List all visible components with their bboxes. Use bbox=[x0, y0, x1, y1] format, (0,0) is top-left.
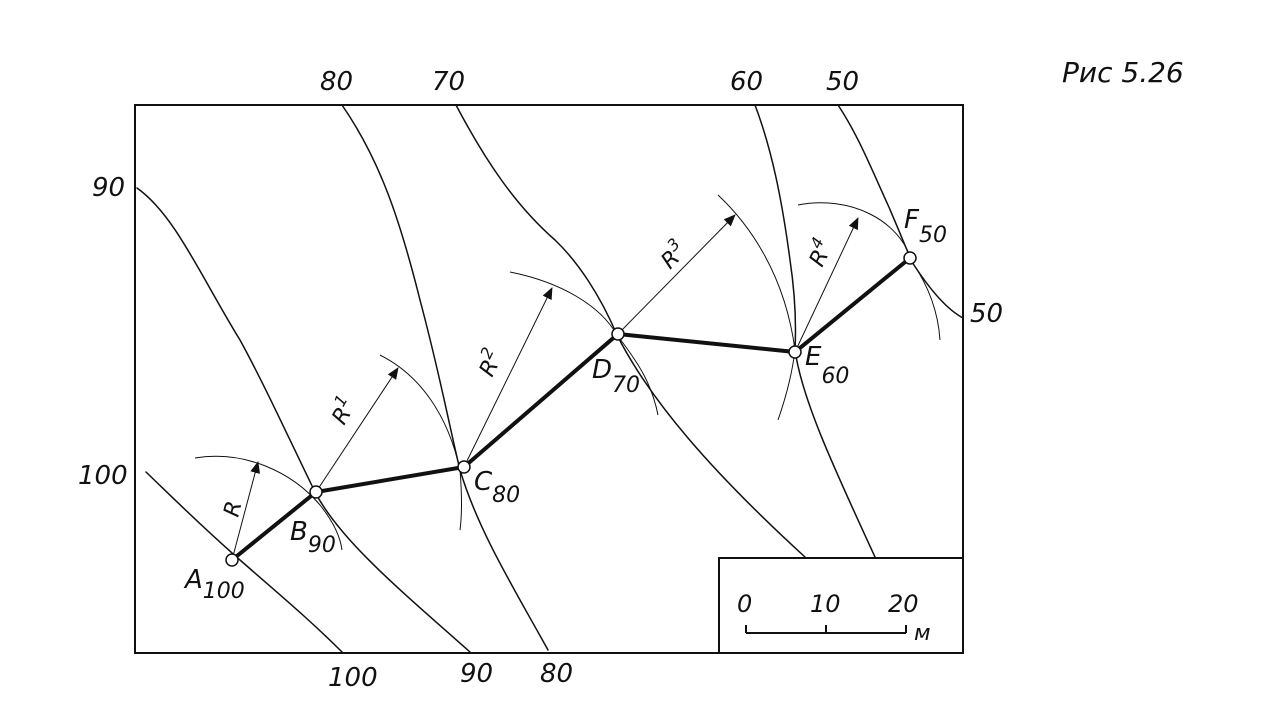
label-f: F50 bbox=[904, 205, 947, 248]
label-d: D70 bbox=[592, 355, 640, 398]
contour-80 bbox=[341, 104, 549, 651]
contour-70 bbox=[455, 104, 806, 558]
radius-arrow-r1 bbox=[315, 367, 399, 493]
route-points bbox=[225, 251, 917, 567]
point-c bbox=[457, 460, 471, 474]
point-d bbox=[611, 327, 625, 341]
contour-label-left-100: 100 bbox=[78, 461, 128, 491]
scale-tick-0: 0 bbox=[737, 590, 752, 618]
route-line bbox=[230, 256, 912, 562]
radius-arrow-r3 bbox=[617, 214, 736, 335]
label-r4: R4 bbox=[800, 234, 839, 270]
label-b: B90 bbox=[290, 517, 336, 558]
scale-bar: 0 10 20 м bbox=[718, 557, 964, 654]
contour-100 bbox=[145, 471, 343, 653]
arc-at-b bbox=[194, 455, 343, 551]
radius-arrows bbox=[231, 214, 859, 561]
scale-tick-10: 10 bbox=[810, 590, 841, 618]
contour-50 bbox=[837, 104, 964, 319]
contour-60 bbox=[754, 104, 876, 558]
contour-lines bbox=[136, 104, 964, 653]
radius-arrow-r4 bbox=[794, 217, 859, 353]
contour-label-bottom-90: 90 bbox=[460, 659, 493, 689]
scale-unit: м bbox=[914, 621, 931, 646]
label-r3: R3 bbox=[652, 234, 692, 274]
label-r1: R1 bbox=[322, 391, 362, 429]
point-labels: A100 B90 C80 D70 E60 F50 bbox=[183, 205, 947, 604]
contour-90 bbox=[136, 187, 471, 653]
contour-label-top-80: 80 bbox=[320, 67, 353, 97]
contour-label-bottom-80: 80 bbox=[540, 659, 573, 689]
radius-arrow-r2 bbox=[463, 287, 553, 468]
label-e: E60 bbox=[805, 342, 849, 389]
point-e bbox=[788, 345, 802, 359]
label-a: A100 bbox=[183, 565, 245, 604]
scale-bar-box bbox=[718, 557, 964, 654]
label-r2: R2 bbox=[470, 344, 509, 380]
map-frame bbox=[134, 104, 964, 654]
contour-label-right-50: 50 bbox=[970, 299, 1003, 329]
contour-label-top-50: 50 bbox=[826, 67, 859, 97]
point-b bbox=[309, 485, 323, 499]
point-a bbox=[225, 553, 239, 567]
contour-labels: 80 70 60 50 90 100 50 100 90 80 bbox=[78, 67, 1003, 693]
scale-tick-20: 20 bbox=[888, 590, 919, 618]
contour-label-left-90: 90 bbox=[92, 173, 125, 203]
contour-label-top-60: 60 bbox=[730, 67, 763, 97]
label-r: R bbox=[220, 499, 248, 520]
figure-caption: Рис 5.26 bbox=[1062, 56, 1184, 89]
arc-at-c bbox=[379, 354, 462, 531]
point-f bbox=[903, 251, 917, 265]
contour-label-bottom-100: 100 bbox=[328, 663, 378, 693]
label-c: C80 bbox=[474, 467, 520, 508]
radius-arrow-r bbox=[231, 461, 261, 561]
arc-at-e bbox=[717, 194, 796, 421]
contour-label-top-70: 70 bbox=[432, 67, 465, 97]
